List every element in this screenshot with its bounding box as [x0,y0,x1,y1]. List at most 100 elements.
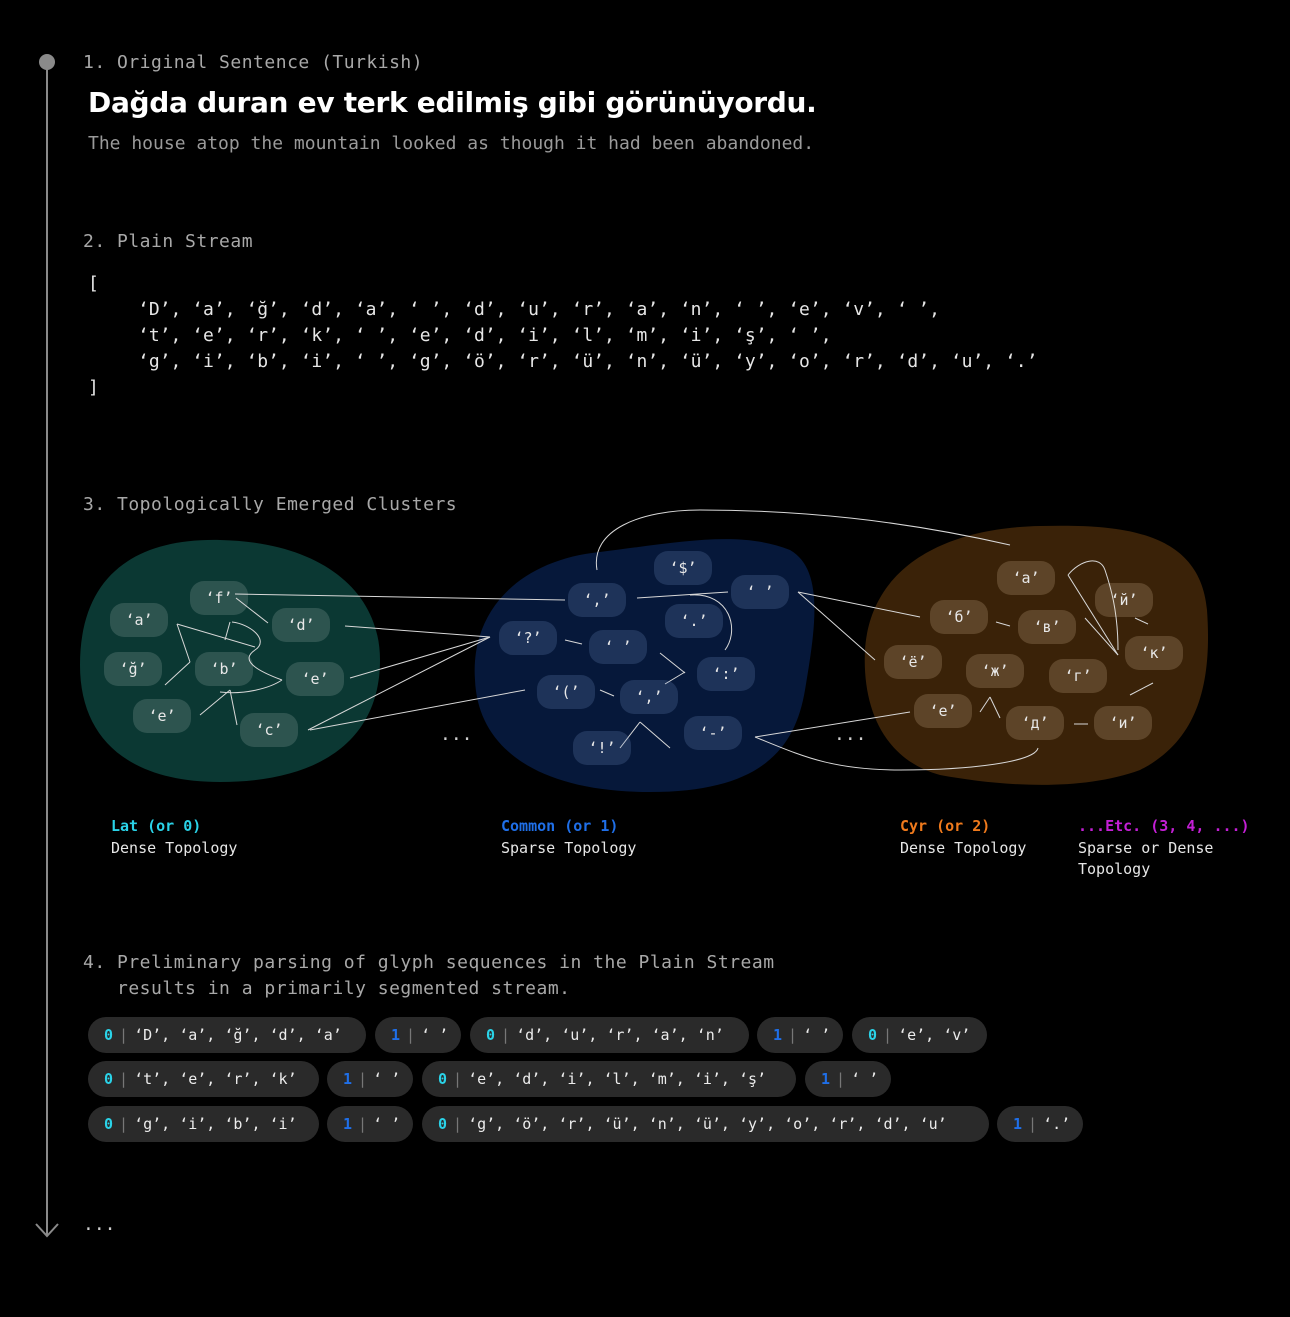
lat-node-b: ‘b’ [195,652,253,686]
cyr-node-i: ‘и’ [1094,706,1152,740]
common-node-question: ‘?’ [499,621,557,655]
segment: 0|‘t’, ‘e’, ‘r’, ‘k’ [88,1061,319,1097]
segment-id: 1 [1013,1115,1023,1133]
common-node-period: ‘.’ [665,604,723,638]
segment-id: 1 [821,1070,831,1088]
common-node-comma-top: ‘,’ [568,583,626,617]
common-node-hyphen: ‘-’ [684,716,742,750]
lat-node-c: ‘c’ [240,713,298,747]
common-node-exclaim: ‘!’ [573,731,631,765]
stream-line-3: ‘g’, ‘i’, ‘b’, ‘i’, ‘ ’, ‘g’, ‘ö’, ‘r’, … [138,351,1038,372]
cyr-node-a: ‘а’ [997,561,1055,595]
segment-text: ‘ ’ [421,1026,449,1044]
cyr-node-zhe: ‘ж’ [966,654,1024,688]
segment: 0|‘D’, ‘a’, ‘ğ’, ‘d’, ‘a’ [88,1017,366,1053]
lat-node-f: ‘f’ [190,581,248,615]
segment-text: ‘g’, ‘i’, ‘b’, ‘i’ [134,1115,297,1133]
common-node-space-right: ‘ ’ [731,575,789,609]
cyr-cluster-blob [864,525,1209,785]
segment-text: ‘e’, ‘v’ [898,1026,971,1044]
segment: 0|‘e’, ‘v’ [852,1017,987,1053]
segment: 1|‘.’ [997,1106,1083,1142]
segment-text: ‘e’, ‘d’, ‘i’, ‘l’, ‘m’, ‘i’, ‘ş’ [468,1070,767,1088]
segment: 0|‘g’, ‘i’, ‘b’, ‘i’ [88,1106,319,1142]
segment-id: 0 [868,1026,878,1044]
segment: 1|‘ ’ [375,1017,461,1053]
section2-heading: 2. Plain Stream [83,231,254,252]
legend-lat-desc: Dense Topology [111,839,238,857]
lat-node-g-breve: ‘ğ’ [104,652,162,686]
common-edges [564,591,733,749]
segment-id: 1 [343,1115,353,1133]
segment-text: ‘ ’ [803,1026,831,1044]
stream-open-bracket: [ [88,273,99,294]
cluster-ellipsis-right: ... [834,724,867,745]
segment-text: ‘ ’ [373,1115,401,1133]
common-node-dollar: ‘$’ [654,551,712,585]
segment: 0|‘d’, ‘u’, ‘r’, ‘a’, ‘n’ [470,1017,749,1053]
segment-id: 0 [104,1070,114,1088]
lat-node-a: ‘a’ [110,603,168,637]
cluster-diagram [80,509,1209,792]
cyr-node-yo: ‘ё’ [884,645,942,679]
cyr-node-short-i: ‘й’ [1095,583,1153,617]
timeline-arrow-icon [35,1223,59,1238]
segment: 0|‘g’, ‘ö’, ‘r’, ‘ü’, ‘n’, ‘ü’, ‘y’, ‘o’… [422,1106,989,1142]
cyr-node-ie: ‘е’ [914,694,972,728]
segment-id: 0 [104,1026,114,1044]
timeline [35,54,59,1238]
lat-node-e-left: ‘e’ [133,699,191,733]
original-sentence: Dağda duran ev terk edilmiş gibi görünüy… [88,86,817,119]
stream-close-bracket: ] [88,377,99,398]
lat-cluster-blob [80,539,380,782]
legend-lat-title: Lat (or 0) [111,817,202,835]
lat-node-d: ‘d’ [272,608,330,642]
footer-ellipsis: ... [83,1214,116,1235]
segment-id: 0 [438,1070,448,1088]
segment: 0|‘e’, ‘d’, ‘i’, ‘l’, ‘m’, ‘i’, ‘ş’ [422,1061,796,1097]
segment: 1|‘ ’ [757,1017,843,1053]
segment-id: 1 [343,1070,353,1088]
legend-common-desc: Sparse Topology [501,839,637,857]
segment-text: ‘d’, ‘u’, ‘r’, ‘a’, ‘n’ [516,1026,724,1044]
segment-id: 1 [391,1026,401,1044]
segment-text: ‘ ’ [851,1070,879,1088]
segment-text: ‘g’, ‘ö’, ‘r’, ‘ü’, ‘n’, ‘ü’, ‘y’, ‘o’, … [468,1115,947,1133]
segment-text: ‘ ’ [373,1070,401,1088]
cross-edges [234,509,1039,771]
segment-id: 0 [486,1026,496,1044]
legend-cyr-title: Cyr (or 2) [900,817,991,835]
legend-etc-title: ...Etc. (3, 4, ...) [1078,817,1250,835]
cluster-ellipsis-left: ... [440,724,473,745]
cyr-node-de: ‘д’ [1006,706,1064,740]
segment-text: ‘t’, ‘e’, ‘r’, ‘k’ [134,1070,297,1088]
segment: 1|‘ ’ [327,1106,413,1142]
segment-id: 0 [438,1115,448,1133]
segment-id: 0 [104,1115,114,1133]
common-node-colon: ‘:’ [697,657,755,691]
lat-edges [164,597,283,726]
legend-cyr-desc: Dense Topology [900,839,1027,857]
section3-heading: 3. Topologically Emerged Clusters [83,494,458,515]
segment-id: 1 [773,1026,783,1044]
common-node-paren: ‘(’ [537,675,595,709]
common-cluster-blob [474,539,815,792]
cyr-node-ve: ‘в’ [1018,610,1076,644]
section1-heading: 1. Original Sentence (Turkish) [83,52,424,73]
common-node-space-mid: ‘ ’ [589,630,647,664]
segment-text: ‘.’ [1043,1115,1071,1133]
cyr-edges [979,560,1154,725]
sentence-translation: The house atop the mountain looked as th… [88,133,815,154]
segment-text: ‘D’, ‘a’, ‘ğ’, ‘d’, ‘a’ [134,1026,342,1044]
legend-common-title: Common (or 1) [501,817,619,835]
common-node-comma-bottom: ‘,’ [620,680,678,714]
cyr-node-ka: ‘к’ [1125,636,1183,670]
stream-line-2: ‘t’, ‘e’, ‘r’, ‘k’, ‘ ’, ‘e’, ‘d’, ‘i’, … [138,325,832,346]
section4-heading: 4. Preliminary parsing of glyph sequence… [83,952,775,999]
cyr-node-be: ‘б’ [930,600,988,634]
stream-line-1: ‘D’, ‘a’, ‘ğ’, ‘d’, ‘a’, ‘ ’, ‘d’, ‘u’, … [138,299,940,320]
segment: 1|‘ ’ [327,1061,413,1097]
segment: 1|‘ ’ [805,1061,891,1097]
legend-etc-desc: Sparse or Dense Topology [1078,839,1214,878]
lat-node-e-right: ‘e’ [286,662,344,696]
